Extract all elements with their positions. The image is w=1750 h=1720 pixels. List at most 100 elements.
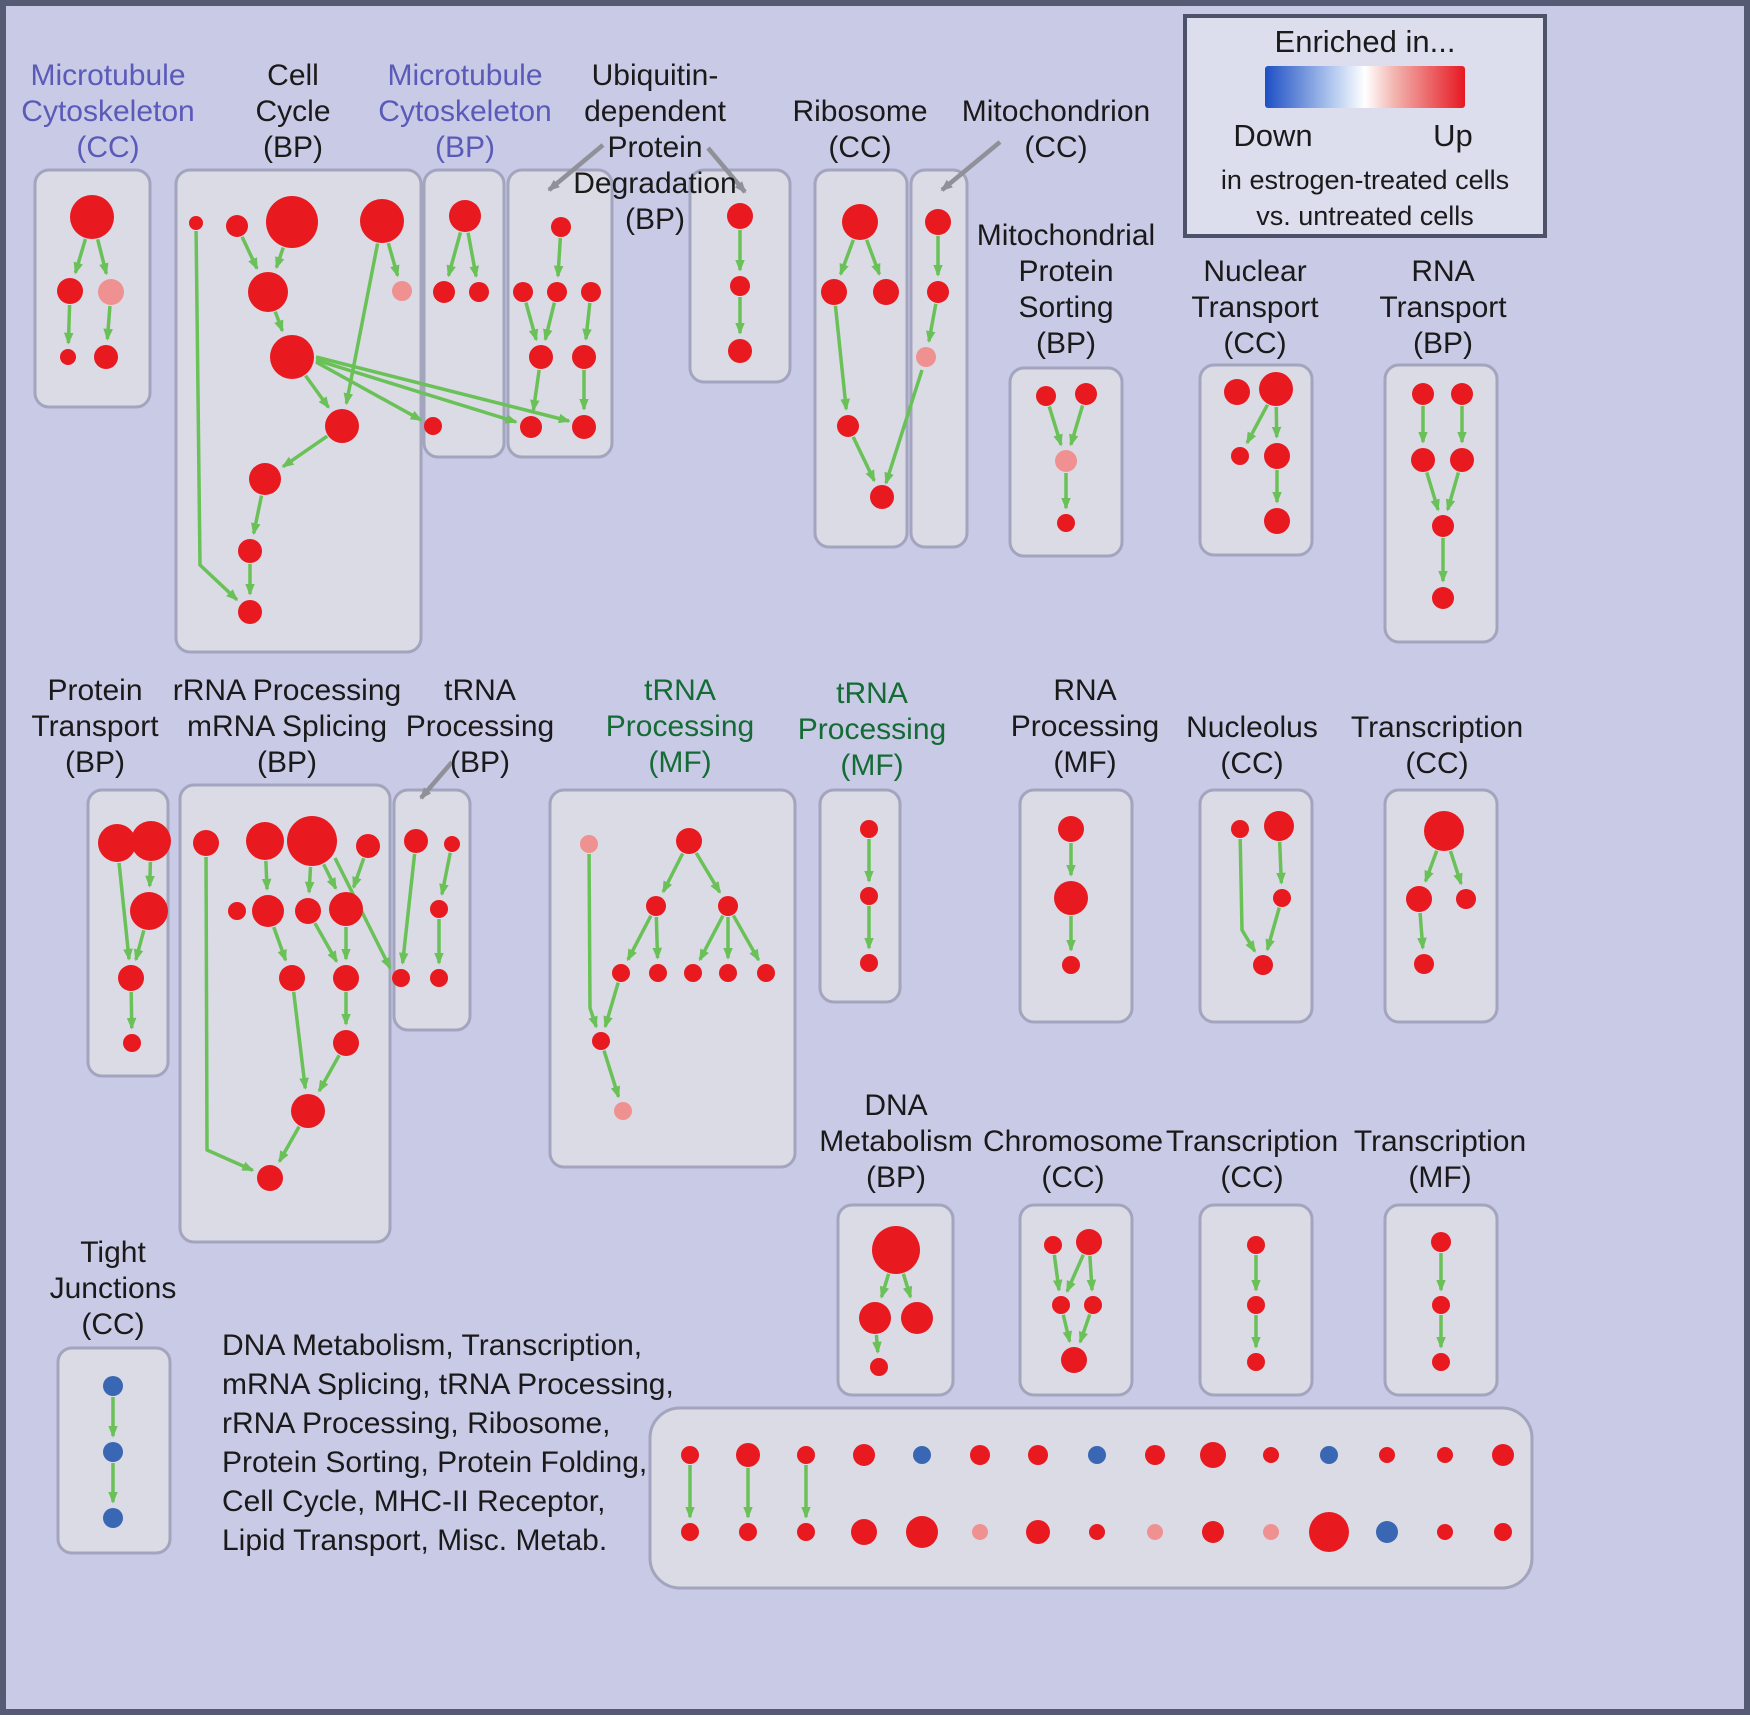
cluster-label-microtubule-cytoskeleton-bp-line-2: (BP) — [435, 131, 495, 164]
cluster-label-transcription-cc-upper-line-0: Transcription — [1351, 711, 1523, 744]
go-term-node-ubiquitin-degradation-a-6 — [520, 416, 542, 438]
go-term-node-dna-metabolism-bp-1 — [859, 1302, 891, 1334]
cluster-label-ubiquitin-degradation-bp-line-0: Ubiquitin- — [592, 59, 719, 92]
go-term-node-mitochondrion-cc-2 — [916, 347, 936, 367]
cluster-label-trna-processing-bp-line-0: tRNA — [444, 674, 516, 707]
go-term-node-trna-processing-bp-0 — [404, 829, 428, 853]
cluster-box-miscellaneous — [650, 1408, 1532, 1588]
cluster-label-dna-metabolism-bp-line-2: (BP) — [866, 1161, 926, 1194]
relation-arrow-trna-processing-mf-large-3 — [656, 917, 657, 958]
go-term-node-transcription-cc-upper-2 — [1456, 889, 1476, 909]
cluster-label-mitochondrion-cc-line-0: Mitochondrion — [962, 95, 1150, 128]
go-term-node-trna-processing-mf-large-3 — [718, 896, 738, 916]
go-term-node-ubiquitin-degradation-a-0 — [551, 217, 571, 237]
go-term-node-dna-metabolism-bp-0 — [872, 1226, 920, 1274]
go-term-node-chromosome-cc-2 — [1052, 1296, 1070, 1314]
go-term-node-cell-cycle-bp-6 — [270, 335, 314, 379]
legend-subtitle-line2: vs. untreated cells — [1256, 201, 1474, 231]
cluster-label-trna-processing-mf-small-line-1: Processing — [798, 713, 946, 746]
go-term-node-mitochondrial-protein-sorting-bp-0 — [1036, 386, 1056, 406]
cluster-label-tight-junctions-cc-line-2: (CC) — [81, 1308, 144, 1341]
go-term-node-miscellaneous-14 — [1088, 1446, 1106, 1464]
cluster-label-dna-metabolism-bp-line-0: DNA — [864, 1089, 927, 1122]
relation-arrow-protein-transport-bp-3 — [131, 992, 132, 1028]
go-term-node-miscellaneous-3 — [739, 1523, 757, 1541]
go-term-node-rna-transport-bp-2 — [1411, 448, 1435, 472]
go-term-node-rrna-processing-mrna-splicing-bp-5 — [252, 895, 284, 927]
relation-arrow-dna-metabolism-bp-2 — [876, 1335, 877, 1352]
go-term-node-ribosome-cc-3 — [837, 415, 859, 437]
go-term-node-chromosome-cc-1 — [1076, 1229, 1102, 1255]
go-term-node-miscellaneous-12 — [1028, 1445, 1048, 1465]
go-term-node-cell-cycle-bp-5 — [392, 281, 412, 301]
go-term-node-transcription-cc-upper-1 — [1406, 886, 1432, 912]
go-term-node-transcription-mf-1 — [1432, 1296, 1450, 1314]
go-term-node-ubiquitin-degradation-a-7 — [572, 415, 596, 439]
go-term-node-tight-junctions-cc-1 — [103, 1442, 123, 1462]
go-term-node-ubiquitin-degradation-a-5 — [572, 345, 596, 369]
go-term-node-microtubule-cytoskeleton-bp-1 — [433, 281, 455, 303]
go-term-node-miscellaneous-21 — [1263, 1524, 1279, 1540]
cluster-label-trna-processing-bp-line-2: (BP) — [450, 746, 510, 779]
go-term-node-ribosome-cc-2 — [873, 279, 899, 305]
go-term-node-miscellaneous-2 — [736, 1443, 760, 1467]
go-term-node-rrna-processing-mrna-splicing-bp-0 — [193, 830, 219, 856]
cluster-label-mitochondrion-cc-line-1: (CC) — [1024, 131, 1087, 164]
go-term-node-microtubule-cytoskeleton-cc-4 — [94, 345, 118, 369]
cluster-label-ubiquitin-degradation-bp-line-1: dependent — [584, 95, 726, 128]
cluster-label-protein-transport-bp-line-0: Protein — [47, 674, 142, 707]
go-term-node-trna-processing-mf-large-8 — [757, 964, 775, 982]
go-term-node-mitochondrion-cc-0 — [925, 209, 951, 235]
relation-arrow-protein-transport-bp-0 — [150, 862, 151, 886]
cluster-label-rrna-processing-mrna-splicing-bp-line-2: (BP) — [257, 746, 317, 779]
go-term-node-miscellaneous-20 — [1263, 1447, 1279, 1463]
go-term-node-transcription-mf-0 — [1431, 1232, 1451, 1252]
cluster-label-trna-processing-mf-large-line-2: (MF) — [648, 746, 711, 779]
cluster-label-nuclear-transport-cc-line-1: Transport — [1191, 291, 1319, 324]
go-term-node-rrna-processing-mrna-splicing-bp-3 — [356, 834, 380, 858]
go-term-node-nucleolus-cc-2 — [1273, 889, 1291, 907]
cluster-label-transcription-cc-lower-line-1: (CC) — [1220, 1161, 1283, 1194]
go-term-node-protein-transport-bp-2 — [130, 892, 168, 930]
misc-note-line-5: Lipid Transport, Misc. Metab. — [222, 1524, 607, 1557]
go-term-node-rrna-processing-mrna-splicing-bp-8 — [279, 965, 305, 991]
go-term-node-rna-transport-bp-5 — [1432, 587, 1454, 609]
cluster-label-ribosome-cc-line-0: Ribosome — [792, 95, 927, 128]
cluster-label-rna-transport-bp-line-0: RNA — [1411, 255, 1474, 288]
go-term-node-rrna-processing-mrna-splicing-bp-1 — [246, 822, 284, 860]
cluster-label-microtubule-cytoskeleton-cc-line-1: Cytoskeleton — [21, 95, 194, 128]
misc-note-line-3: Protein Sorting, Protein Folding, — [222, 1446, 647, 1479]
go-term-node-miscellaneous-13 — [1026, 1520, 1050, 1544]
cluster-label-rna-processing-mf-line-0: RNA — [1053, 674, 1116, 707]
go-term-node-microtubule-cytoskeleton-bp-2 — [469, 282, 489, 302]
cluster-label-chromosome-cc-line-1: (CC) — [1041, 1161, 1104, 1194]
legend-subtitle-line1: in estrogen-treated cells — [1221, 165, 1509, 195]
go-term-node-miscellaneous-19 — [1202, 1521, 1224, 1543]
go-term-node-trna-processing-bp-2 — [430, 900, 448, 918]
go-term-node-transcription-mf-2 — [1432, 1353, 1450, 1371]
legend-title: Enriched in... — [1275, 24, 1456, 59]
relation-arrow-ubiquitin-degradation-a-0 — [558, 238, 560, 276]
cluster-label-tight-junctions-cc-line-0: Tight — [80, 1236, 146, 1269]
go-term-node-nucleolus-cc-0 — [1231, 820, 1249, 838]
cluster-label-rna-processing-mf-line-2: (MF) — [1053, 746, 1116, 779]
cluster-label-trna-processing-mf-large-line-0: tRNA — [644, 674, 716, 707]
cluster-label-ubiquitin-degradation-bp-line-4: (BP) — [625, 203, 685, 236]
go-term-node-rrna-processing-mrna-splicing-bp-9 — [333, 965, 359, 991]
relation-arrow-chromosome-cc-2 — [1090, 1256, 1092, 1290]
misc-note-line-2: rRNA Processing, Ribosome, — [222, 1407, 610, 1440]
go-term-node-ubiquitin-degradation-b-0 — [727, 203, 753, 229]
go-term-node-trna-processing-mf-large-7 — [719, 964, 737, 982]
cluster-label-dna-metabolism-bp-line-1: Metabolism — [819, 1125, 972, 1158]
go-term-node-ubiquitin-degradation-a-4 — [529, 345, 553, 369]
go-term-node-cell-cycle-bp-10 — [238, 600, 262, 624]
go-term-node-rna-processing-mf-2 — [1062, 956, 1080, 974]
cluster-box-nuclear-transport-cc — [1200, 365, 1312, 555]
go-term-node-miscellaneous-24 — [1379, 1447, 1395, 1463]
cluster-label-rna-transport-bp-line-1: Transport — [1379, 291, 1507, 324]
go-term-node-chromosome-cc-3 — [1084, 1296, 1102, 1314]
go-term-node-trna-processing-mf-large-1 — [676, 828, 702, 854]
go-term-node-trna-processing-mf-large-10 — [614, 1102, 632, 1120]
go-term-node-cell-cycle-bp-8 — [249, 463, 281, 495]
